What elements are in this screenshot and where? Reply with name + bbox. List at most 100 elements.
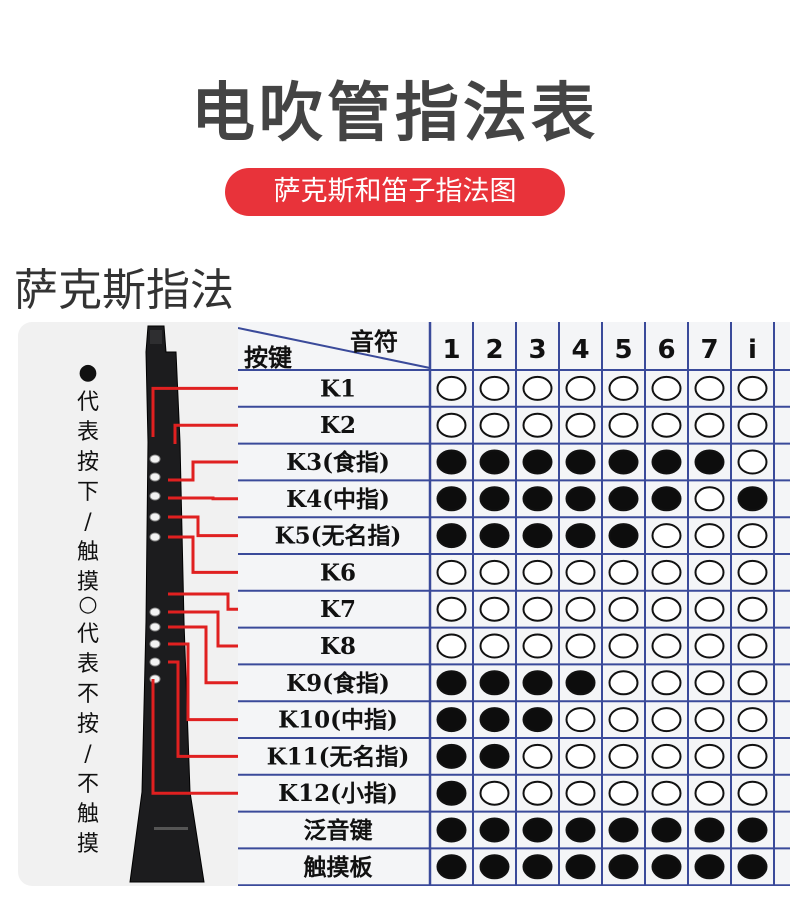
- cell-open: [565, 743, 596, 769]
- saxophone-key: [149, 491, 161, 501]
- cell-open: [479, 633, 510, 659]
- cell-open: [565, 412, 596, 438]
- connector-line: [168, 660, 238, 758]
- cell-open: [737, 670, 768, 696]
- cell-pressed: [608, 449, 639, 475]
- cell-pressed: [479, 707, 510, 733]
- note-header: 6: [657, 335, 675, 365]
- corner-diagonal: [238, 327, 431, 369]
- cell-open: [436, 375, 467, 401]
- cell-pressed: [436, 743, 467, 769]
- cell-pressed: [522, 707, 553, 733]
- cell-open: [608, 633, 639, 659]
- section-heading: 萨克斯指法: [14, 265, 234, 316]
- cell-open: [651, 670, 682, 696]
- legend-empty-char: 不: [76, 772, 99, 797]
- cell-open: [479, 780, 510, 806]
- cell-pressed: [479, 523, 510, 549]
- note-header: 4: [571, 335, 589, 365]
- cell-open: [608, 412, 639, 438]
- cell-pressed: [651, 854, 682, 880]
- bell-highlight: [154, 827, 188, 830]
- cell-pressed: [651, 486, 682, 512]
- cell-open: [608, 780, 639, 806]
- cell-pressed: [436, 670, 467, 696]
- cell-pressed: [694, 817, 725, 843]
- cell-open: [522, 596, 553, 622]
- cell-pressed: [737, 817, 768, 843]
- cell-open: [565, 559, 596, 585]
- cell-open: [565, 596, 596, 622]
- cell-pressed: [436, 780, 467, 806]
- cell-open: [436, 633, 467, 659]
- connector-line: [168, 625, 238, 685]
- saxophone-key: [149, 472, 161, 482]
- row-label: K6: [320, 559, 356, 586]
- legend-empty-char: 触: [76, 802, 99, 827]
- connector-line: [173, 423, 238, 444]
- cell-open: [608, 596, 639, 622]
- cell-open: [737, 743, 768, 769]
- cell-open: [608, 559, 639, 585]
- cell-pressed: [565, 523, 596, 549]
- cell-open: [694, 412, 725, 438]
- legend-empty: ○ 代 表 不 按 / 不 触 摸: [68, 590, 108, 860]
- legend-filled-char: 表: [76, 420, 99, 445]
- filled-circle-icon: ●: [78, 360, 98, 385]
- cell-pressed: [694, 854, 725, 880]
- cell-open: [694, 670, 725, 696]
- cell-open: [608, 707, 639, 733]
- connector-line: [151, 386, 238, 437]
- legend-empty-char: 不: [76, 682, 99, 707]
- row-label: 触摸板: [304, 854, 374, 881]
- cell-open: [694, 559, 725, 585]
- cell-open: [436, 596, 467, 622]
- cell-open: [436, 412, 467, 438]
- cell-pressed: [522, 486, 553, 512]
- cell-open: [737, 449, 768, 475]
- saxophone-illustration: [129, 325, 238, 883]
- cell-open: [651, 375, 682, 401]
- cell-pressed: [436, 523, 467, 549]
- note-header: 2: [485, 335, 503, 365]
- corner-label-notes: 音符: [350, 327, 398, 356]
- saxophone-key: [149, 639, 161, 649]
- connector-line: [151, 679, 238, 795]
- cell-open: [737, 780, 768, 806]
- legend-filled-char: 摸: [76, 570, 99, 595]
- cell-pressed: [479, 817, 510, 843]
- cell-open: [565, 633, 596, 659]
- cell-open: [608, 670, 639, 696]
- row-label: K4(中指): [286, 486, 390, 513]
- cell-open: [651, 707, 682, 733]
- legend-filled-char: 下: [76, 480, 99, 505]
- row-label: K5(无名指): [275, 523, 402, 550]
- note-header: 3: [528, 335, 546, 365]
- cell-pressed: [694, 449, 725, 475]
- legend-empty-char: 摸: [76, 832, 99, 857]
- cell-pressed: [565, 670, 596, 696]
- row-label: 泛音键: [304, 817, 373, 844]
- cell-open: [651, 633, 682, 659]
- saxophone-key: [149, 532, 161, 542]
- cell-pressed: [479, 670, 510, 696]
- row-label: K9(食指): [286, 670, 390, 697]
- note-header: 5: [614, 335, 632, 365]
- connector-line: [168, 592, 238, 611]
- cell-pressed: [651, 449, 682, 475]
- cell-pressed: [608, 486, 639, 512]
- cell-pressed: [479, 854, 510, 880]
- cell-open: [522, 375, 553, 401]
- cell-open: [651, 412, 682, 438]
- legend-empty-char: /: [84, 742, 92, 767]
- cell-open: [522, 633, 553, 659]
- cell-open: [694, 743, 725, 769]
- note-header: 7: [700, 335, 718, 365]
- cell-open: [608, 743, 639, 769]
- cell-open: [522, 412, 553, 438]
- cell-pressed: [436, 449, 467, 475]
- legend-empty-char: 表: [76, 652, 99, 677]
- cell-open: [694, 375, 725, 401]
- cell-pressed: [565, 854, 596, 880]
- fingering-cells: [436, 375, 768, 880]
